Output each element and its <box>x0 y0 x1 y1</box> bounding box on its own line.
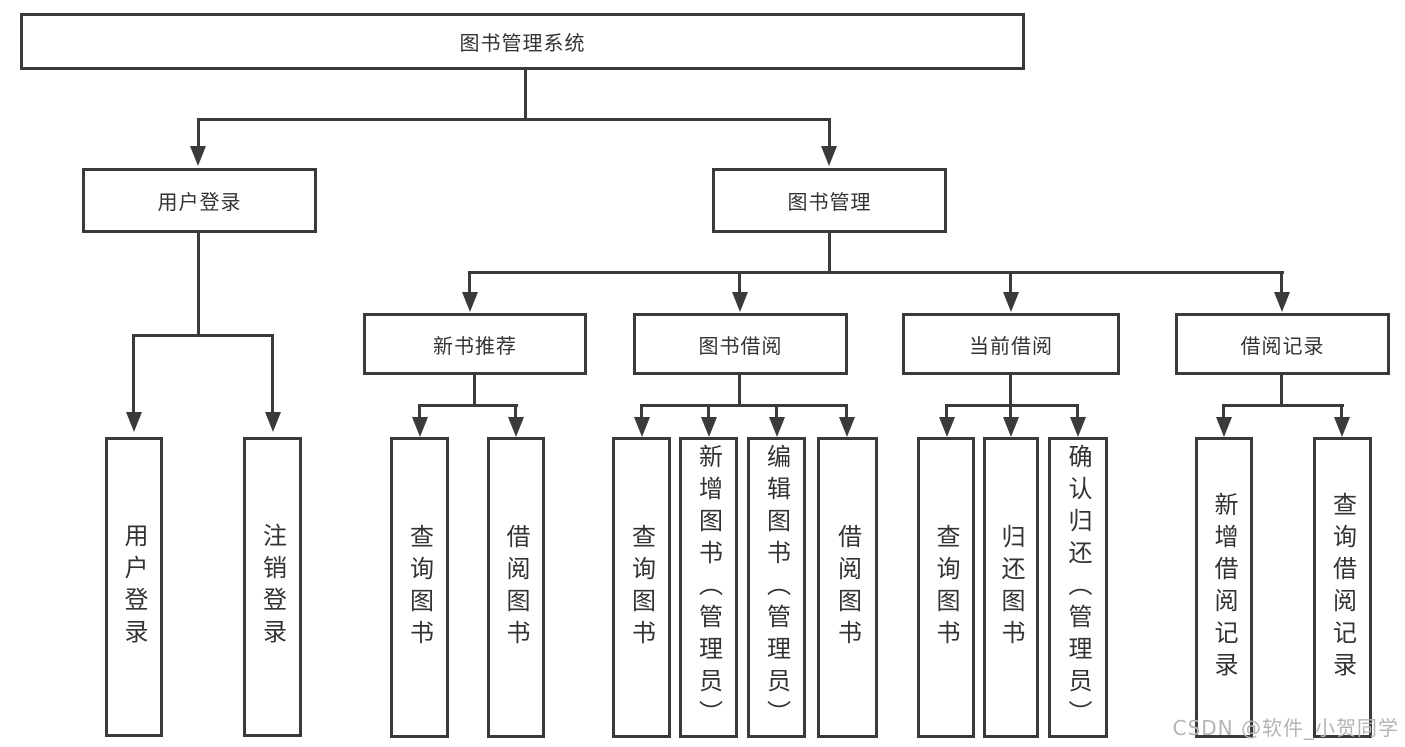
node-user-login-group: 用户登录 <box>82 168 317 233</box>
node-label: 编辑图书（管理员） <box>762 443 791 732</box>
node-new-book-recommendation: 新书推荐 <box>363 313 587 375</box>
node-query-books-recommend: 查询图书 <box>390 437 449 738</box>
node-edit-books-admin: 编辑图书（管理员） <box>747 437 806 738</box>
node-label: 归还图书 <box>997 523 1025 652</box>
edge-line <box>945 404 1079 407</box>
arrow-down-icon <box>1070 417 1086 437</box>
edge-line <box>1280 271 1283 294</box>
node-add-books-admin: 新增图书（管理员） <box>679 437 738 738</box>
arrow-down-icon <box>508 417 524 437</box>
arrow-down-icon <box>634 417 650 437</box>
edge-line <box>640 404 848 407</box>
edge-line <box>738 375 741 406</box>
watermark: CSDN @软件_小贺同学 <box>1172 716 1399 740</box>
edge-line <box>418 404 421 418</box>
arrow-down-icon <box>1003 417 1019 437</box>
edge-line <box>828 233 831 273</box>
edge-line <box>197 118 831 121</box>
node-label: 图书借阅 <box>698 333 783 358</box>
node-label: 注销登录 <box>258 523 287 651</box>
arrow-down-icon <box>1334 417 1350 437</box>
arrow-down-icon <box>265 412 281 432</box>
edge-line <box>468 271 1284 274</box>
edge-line <box>524 70 527 120</box>
edge-line <box>1009 271 1012 294</box>
edge-line <box>640 404 643 418</box>
node-label: 确认归还（管理员） <box>1064 443 1092 732</box>
node-label: 新增借阅记录 <box>1210 491 1238 684</box>
node-query-books-current: 查询图书 <box>917 437 975 738</box>
node-label: 查询图书 <box>932 523 960 652</box>
edge-line <box>1340 404 1343 418</box>
edge-line <box>197 233 200 336</box>
node-borrow-books: 借阅图书 <box>817 437 878 738</box>
edge-line <box>828 118 831 147</box>
node-library-management-system: 图书管理系统 <box>20 13 1025 70</box>
arrow-down-icon <box>839 417 855 437</box>
node-confirm-return-admin: 确认归还（管理员） <box>1048 437 1108 738</box>
node-label: 借阅图书 <box>833 523 862 652</box>
arrow-down-icon <box>821 146 837 166</box>
node-label: 图书管理 <box>787 190 872 214</box>
arrow-down-icon <box>412 417 428 437</box>
edge-line <box>1076 404 1079 418</box>
node-label: 新书推荐 <box>433 333 517 358</box>
arrow-down-icon <box>190 146 206 166</box>
edge-line <box>1009 375 1012 406</box>
arrow-down-icon <box>939 417 955 437</box>
edge-line <box>468 271 471 294</box>
node-label: 新增图书（管理员） <box>694 443 723 732</box>
node-label: 查询图书 <box>405 523 434 652</box>
arrow-down-icon <box>769 417 785 437</box>
node-label: 借阅图书 <box>502 523 530 652</box>
arrow-down-icon <box>462 292 478 312</box>
arrow-down-icon <box>126 412 142 432</box>
edge-line <box>845 404 848 418</box>
edge-line <box>1222 404 1225 418</box>
edge-line <box>473 375 476 406</box>
node-borrowing-records: 借阅记录 <box>1175 313 1390 375</box>
edge-line <box>418 404 518 407</box>
edge-line <box>197 118 200 147</box>
node-query-borrow-record: 查询借阅记录 <box>1313 437 1372 738</box>
arrow-down-icon <box>1003 292 1019 312</box>
edge-line <box>1222 404 1344 407</box>
edge-line <box>132 334 135 412</box>
node-logout: 注销登录 <box>243 437 302 737</box>
node-label: 当前借阅 <box>969 333 1053 358</box>
node-label: 用户登录 <box>120 523 148 651</box>
node-query-books-borrow: 查询图书 <box>612 437 671 738</box>
node-user-login: 用户登录 <box>105 437 163 737</box>
edge-line <box>1009 404 1012 418</box>
node-label: 用户登录 <box>157 190 242 214</box>
edge-line <box>775 404 778 418</box>
node-book-management: 图书管理 <box>712 168 947 233</box>
arrow-down-icon <box>1216 417 1232 437</box>
edge-line <box>738 271 741 294</box>
node-book-borrowing: 图书借阅 <box>633 313 848 375</box>
edge-line <box>271 334 274 412</box>
edge-line <box>514 404 517 418</box>
edge-line <box>707 404 710 418</box>
edge-line <box>945 404 948 418</box>
node-label: 查询借阅记录 <box>1328 491 1357 684</box>
node-current-borrowing: 当前借阅 <box>902 313 1120 375</box>
node-return-books: 归还图书 <box>983 437 1039 738</box>
arrow-down-icon <box>701 417 717 437</box>
node-add-borrow-record: 新增借阅记录 <box>1195 437 1253 738</box>
arrow-down-icon <box>732 292 748 312</box>
node-label: 查询图书 <box>627 523 656 652</box>
arrow-down-icon <box>1274 292 1290 312</box>
node-label: 借阅记录 <box>1240 333 1325 358</box>
edge-line <box>132 334 274 337</box>
node-borrow-books-recommend: 借阅图书 <box>487 437 545 738</box>
edge-line <box>1280 375 1283 406</box>
node-label: 图书管理系统 <box>459 31 586 55</box>
